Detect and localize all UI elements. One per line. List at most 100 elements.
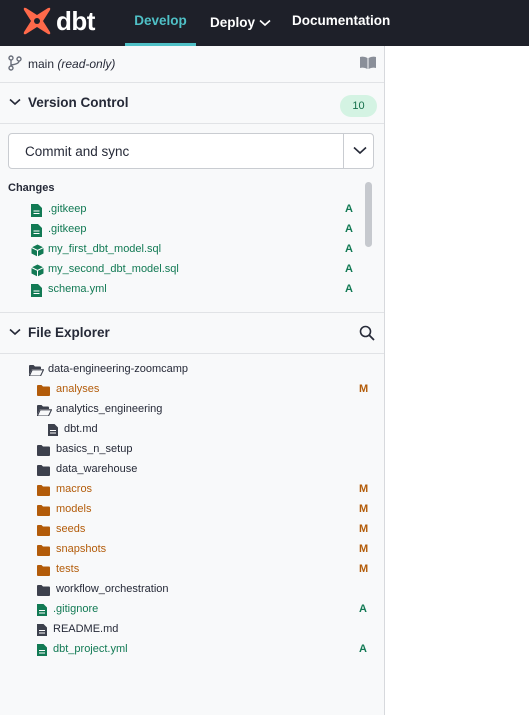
- commit-and-sync-button[interactable]: Commit and sync: [8, 133, 374, 169]
- file-icon: [31, 284, 42, 297]
- changes-heading: Changes: [8, 182, 55, 194]
- file-icon: [37, 623, 47, 641]
- file-tree-item-name: tests: [56, 563, 80, 575]
- file-tree-item-name: macros: [56, 483, 93, 495]
- file-tree-item-status: M: [359, 543, 369, 555]
- file-tree-item-status: M: [359, 383, 369, 395]
- dbt-logo-icon: [23, 7, 51, 35]
- file-tree-item-name: data_warehouse: [56, 463, 138, 475]
- commit-button-label: Commit and sync: [25, 144, 130, 159]
- version-control-header[interactable]: Version Control 10: [0, 83, 384, 124]
- folder-icon: [37, 543, 50, 561]
- nav-documentation-link[interactable]: Documentation: [292, 13, 391, 28]
- file-tree-item-status: M: [359, 523, 369, 535]
- version-control-title: Version Control: [28, 95, 129, 110]
- change-item[interactable]: schema.yml A: [0, 280, 362, 300]
- folder-icon: [37, 443, 50, 461]
- file-tree-file[interactable]: dbt.md: [0, 420, 384, 440]
- nav-deploy-label: Deploy: [210, 15, 256, 30]
- app-name: dbt: [56, 5, 95, 36]
- file-tree-file[interactable]: dbt_project.yml A: [0, 640, 384, 660]
- file-tree-folder[interactable]: workflow_orchestration: [0, 580, 384, 600]
- file-icon: [31, 224, 42, 237]
- folder-icon: [37, 383, 50, 401]
- change-item[interactable]: .gitkeep A: [0, 220, 362, 240]
- file-tree-folder[interactable]: basics_n_setup: [0, 440, 384, 460]
- file-tree-file[interactable]: README.md: [0, 620, 384, 640]
- changes-scrollbar-thumb[interactable]: [365, 182, 372, 247]
- file-tree-item-name: dbt_project.yml: [53, 643, 128, 655]
- file-tree-item-status: M: [359, 563, 369, 575]
- change-file-name: my_first_dbt_model.sql: [48, 243, 162, 255]
- change-file-name: .gitkeep: [48, 203, 87, 215]
- file-tree-item-name: snapshots: [56, 543, 107, 555]
- model-cube-icon: [31, 264, 44, 277]
- chevron-down-icon: [9, 98, 21, 106]
- nav-deploy-menu[interactable]: Deploy: [210, 0, 271, 46]
- change-status: A: [345, 203, 353, 215]
- file-tree-folder[interactable]: analyses M: [0, 380, 384, 400]
- file-tree-folder[interactable]: data_warehouse: [0, 460, 384, 480]
- file-tree-item-name: models: [56, 503, 92, 515]
- change-item[interactable]: my_second_dbt_model.sql A: [0, 260, 362, 280]
- search-icon[interactable]: [359, 325, 375, 341]
- dbt-logo[interactable]: dbt: [22, 4, 95, 38]
- commit-button-divider: [343, 134, 344, 168]
- branch-label: main (read-only): [28, 57, 115, 71]
- editor-pane: [385, 46, 529, 715]
- file-icon: [48, 423, 58, 441]
- file-tree-item-status: A: [359, 603, 367, 615]
- file-icon: [31, 204, 42, 217]
- file-icon: [37, 603, 47, 621]
- folder-icon: [37, 563, 50, 581]
- folder-icon: [37, 463, 50, 481]
- change-item[interactable]: .gitkeep A: [0, 200, 362, 220]
- file-tree-folder[interactable]: models M: [0, 500, 384, 520]
- changes-count-badge: 10: [340, 95, 377, 117]
- chevron-down-icon[interactable]: [353, 146, 367, 155]
- file-tree-folder[interactable]: analytics_engineering: [0, 400, 384, 420]
- folder-open-icon: [28, 363, 45, 381]
- change-status: A: [345, 223, 353, 235]
- change-status: A: [345, 283, 353, 295]
- changes-scrollbar[interactable]: [365, 182, 372, 302]
- book-icon[interactable]: [359, 56, 377, 70]
- nav-develop-tab[interactable]: Develop: [125, 0, 196, 46]
- file-tree-item-name: analytics_engineering: [56, 403, 163, 415]
- branch-row: main (read-only): [0, 46, 384, 83]
- file-tree-folder[interactable]: data-engineering-zoomcamp: [0, 360, 384, 380]
- folder-icon: [37, 483, 50, 501]
- file-tree-folder[interactable]: snapshots M: [0, 540, 384, 560]
- file-explorer-header[interactable]: File Explorer: [0, 312, 384, 354]
- branch-name: main: [28, 57, 55, 71]
- file-tree-item-status: A: [359, 643, 367, 655]
- folder-open-icon: [36, 403, 53, 421]
- file-tree-item-name: basics_n_setup: [56, 443, 133, 455]
- file-icon: [37, 643, 47, 661]
- file-tree-item-status: M: [359, 503, 369, 515]
- change-status: A: [345, 243, 353, 255]
- git-branch-icon: [8, 55, 22, 71]
- folder-icon: [37, 503, 50, 521]
- file-explorer-title: File Explorer: [28, 325, 110, 340]
- chevron-down-icon: [259, 19, 271, 27]
- chevron-down-icon: [9, 328, 21, 336]
- model-cube-icon: [31, 244, 44, 257]
- folder-icon: [37, 583, 50, 601]
- change-item[interactable]: my_first_dbt_model.sql A: [0, 240, 362, 260]
- top-nav: dbt Develop Deploy Documentation: [0, 0, 529, 46]
- file-tree-item-name: workflow_orchestration: [56, 583, 169, 595]
- file-tree-item-name: data-engineering-zoomcamp: [48, 363, 189, 375]
- file-tree-folder[interactable]: tests M: [0, 560, 384, 580]
- file-tree-item-name: dbt.md: [64, 423, 98, 435]
- changes-list: .gitkeep A .gitkeep A my_first_dbt_model…: [0, 200, 362, 300]
- file-tree-item-name: analyses: [56, 383, 100, 395]
- file-tree-item-name: README.md: [53, 623, 119, 635]
- branch-mode: (read-only): [57, 57, 116, 71]
- change-file-name: .gitkeep: [48, 223, 87, 235]
- change-status: A: [345, 263, 353, 275]
